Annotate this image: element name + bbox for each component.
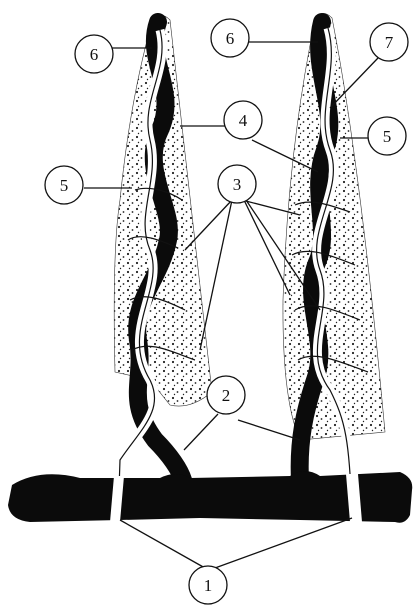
- label-7-text: 7: [385, 33, 394, 52]
- label-1-text: 1: [204, 576, 213, 595]
- label-3: 3: [218, 165, 256, 203]
- label-6-left: 6: [75, 35, 113, 73]
- label-6-left-text: 6: [90, 45, 99, 64]
- label-5-left-text: 5: [60, 176, 69, 195]
- label-5-right: 5: [368, 117, 406, 155]
- leader-1a: [120, 520, 205, 568]
- leader-2a: [184, 414, 218, 450]
- label-6-right-text: 6: [226, 29, 235, 48]
- label-4-text: 4: [239, 111, 248, 130]
- leader-1b: [215, 518, 352, 568]
- label-3-text: 3: [233, 175, 242, 194]
- label-6-right: 6: [211, 19, 249, 57]
- leader-3b: [200, 200, 232, 350]
- label-5-left: 5: [45, 166, 83, 204]
- left-villus: [114, 15, 212, 520]
- label-7: 7: [370, 23, 408, 61]
- right-villus: [283, 13, 385, 520]
- label-4: 4: [224, 101, 262, 139]
- leader-2b: [238, 420, 300, 440]
- label-5-right-text: 5: [383, 127, 392, 146]
- leader-3d: [244, 200, 290, 295]
- label-2-text: 2: [222, 386, 231, 405]
- label-2: 2: [207, 376, 245, 414]
- label-1: 1: [189, 566, 227, 604]
